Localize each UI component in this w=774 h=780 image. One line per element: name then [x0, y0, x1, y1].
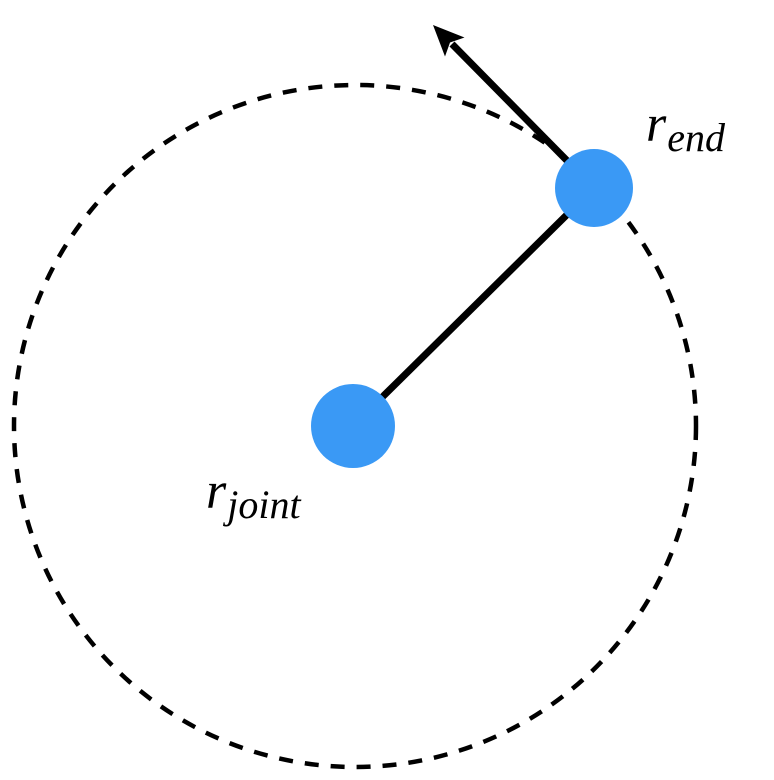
- label-r-joint-sub: joint: [227, 482, 301, 527]
- label-r-joint-main: r: [206, 463, 227, 520]
- label-r-end-main: r: [646, 96, 667, 153]
- link-line: [350, 185, 597, 429]
- velocity-arrowhead-icon: [433, 25, 465, 57]
- joint-dot: [311, 384, 395, 468]
- end-dot: [555, 149, 633, 227]
- label-r-end-sub: end: [667, 115, 726, 160]
- label-r-joint: rjoint: [206, 466, 301, 525]
- dashed-path-circle: [11, 82, 699, 770]
- label-r-end: rend: [646, 99, 725, 158]
